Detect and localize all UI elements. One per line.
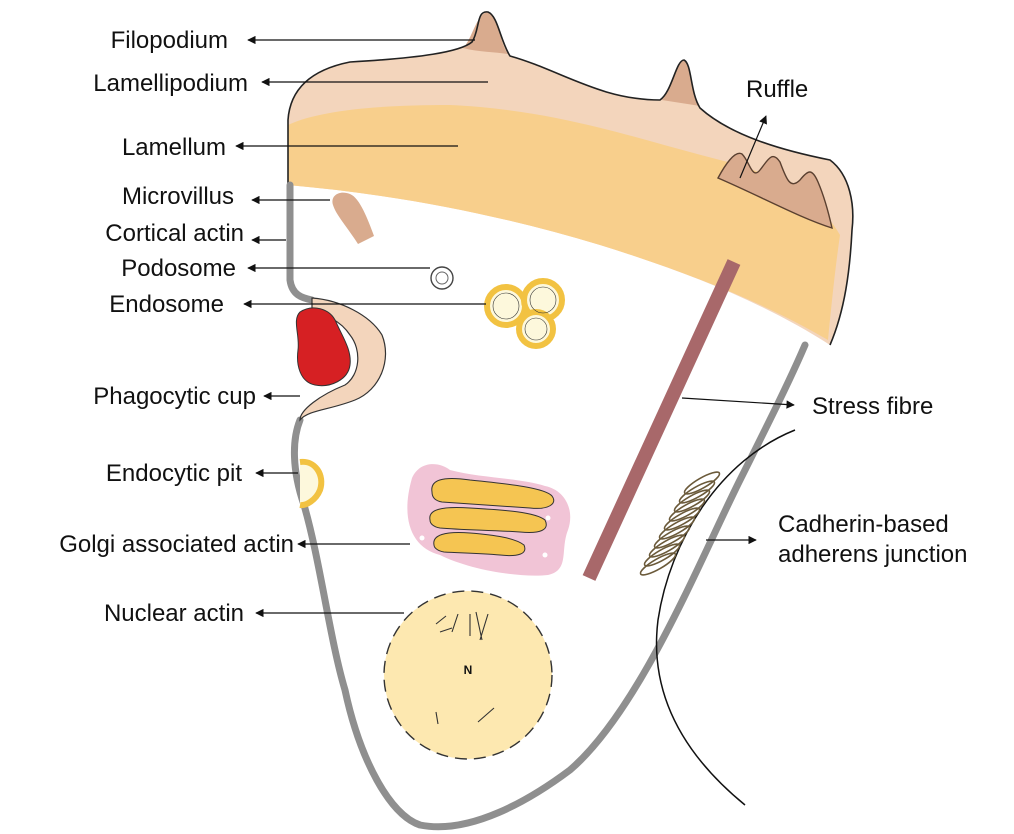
label-microvillus: Microvillus [122,183,234,210]
label-endocytic-pit: Endocytic pit [106,460,242,487]
nucleus-letter: N [464,663,473,677]
label-ruffle: Ruffle [746,76,808,103]
endocytic-pit [300,462,321,505]
filopodium-tip [463,12,508,54]
label-endosome: Endosome [109,291,224,318]
podosome [431,267,453,289]
label-adherens-line2: adherens junction [778,541,967,568]
label-golgi-actin: Golgi associated actin [59,531,294,558]
nucleus: N [384,591,552,759]
label-nuclear-actin: Nuclear actin [104,600,244,627]
label-adherens-line1: Cadherin-based [778,511,949,538]
label-podosome: Podosome [121,255,236,282]
label-lamellum: Lamellum [122,134,226,161]
label-lamellipodium: Lamellipodium [93,70,248,97]
label-phagocytic-cup: Phagocytic cup [93,383,256,410]
label-filopodium: Filopodium [111,27,228,54]
filopodium-tip-right [662,60,700,106]
label-cortical-actin: Cortical actin [105,220,244,247]
label-stress-fibre: Stress fibre [812,393,933,420]
